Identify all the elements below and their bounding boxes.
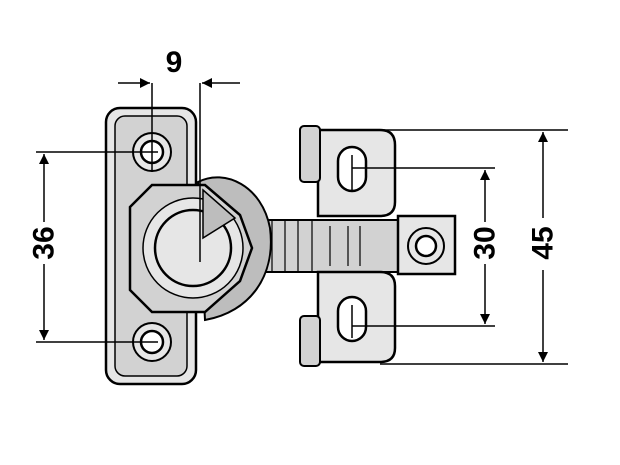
cup-bracket-upper-tab bbox=[299, 125, 321, 183]
dimension-label-45: 45 bbox=[527, 226, 560, 259]
dimension-label-9: 9 bbox=[166, 46, 183, 79]
hinge-cup bbox=[128, 176, 272, 322]
dimension-label-36: 36 bbox=[28, 226, 61, 259]
hinge-cup-notch bbox=[202, 188, 237, 240]
cup-bracket-lower-tab bbox=[299, 315, 321, 367]
cup-bracket bbox=[299, 125, 457, 367]
extension-lines bbox=[36, 129, 568, 365]
dimension-label-30: 30 bbox=[469, 226, 502, 259]
center-lines bbox=[151, 83, 353, 338]
